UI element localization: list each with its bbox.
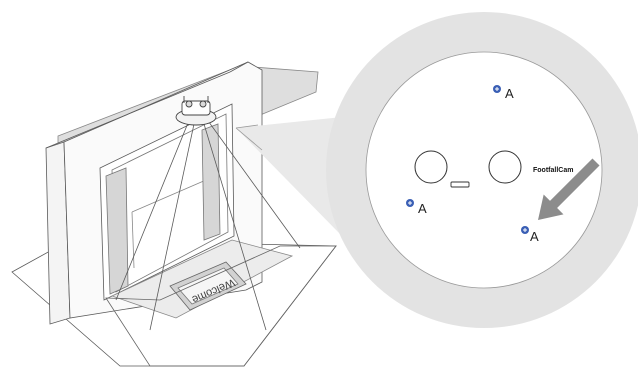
device-lens-left [186, 101, 192, 107]
device-lens-right [200, 101, 206, 107]
lens-icon-left [415, 151, 447, 183]
left-door-panel [106, 168, 128, 294]
screw-label-bottom: A [530, 229, 539, 244]
indicator-slot [451, 182, 469, 187]
screw-label-top: A [505, 86, 514, 101]
right-door-panel [202, 124, 220, 240]
brand-label: FootfallCam [533, 167, 573, 174]
screw-label-left: A [418, 201, 427, 216]
lens-icon-right [489, 151, 521, 183]
device-callout: FootfallCam A A A [326, 12, 638, 328]
